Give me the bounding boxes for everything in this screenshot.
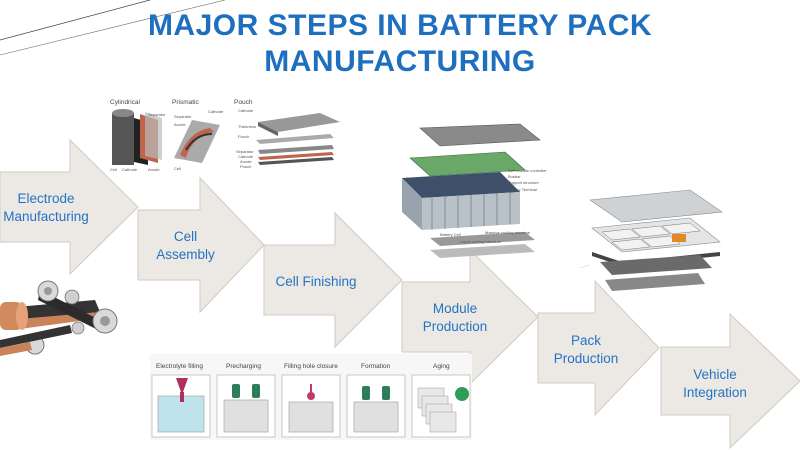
stage-electrolyte-filling: Electrolyte filling xyxy=(156,363,203,370)
stage-precharging: Precharging xyxy=(226,363,261,370)
stage-filling-hole-closure: Filling hole closure xyxy=(284,363,338,370)
module-part-battery-terminal: Battery Terminal xyxy=(508,187,537,192)
pack-illustration xyxy=(579,189,723,291)
step-label-line: Module xyxy=(432,301,478,316)
step-electrode-manufacturing: Electrode Manufacturing xyxy=(0,190,92,226)
step-cell-finishing: Cell Finishing xyxy=(266,273,366,291)
page-title: MAJOR STEPS IN BATTERY PACK MANUFACTURIN… xyxy=(0,8,800,80)
step-label-line: Manufacturing xyxy=(3,209,89,224)
step-vehicle-integration: Vehicle Integration xyxy=(662,366,768,402)
cell-type-cylindrical: Cylindrical xyxy=(110,99,141,106)
stage-formation: Formation xyxy=(361,363,391,370)
module-part-cell-module-controller: Cell module controller xyxy=(508,168,547,173)
title-line-2: MANUFACTURING xyxy=(264,45,536,78)
cyl-part-separator: Separator xyxy=(148,112,166,117)
step-label-line: Production xyxy=(422,319,488,334)
module-part-liquid-cooling: Liquid cooling structure xyxy=(460,239,502,244)
pris-part-cell: Cell xyxy=(174,166,181,171)
cyl-part-anode: Anode xyxy=(148,167,160,172)
module-part-battery-cell: Battery Cell xyxy=(440,232,461,237)
arrow-cell-assembly xyxy=(137,176,265,314)
cyl-part-cathode: Cathode xyxy=(122,167,138,172)
pris-part-separator: Separator xyxy=(174,114,192,119)
step-label-line: Assembly xyxy=(156,247,215,262)
pris-part-cathode: Cathode xyxy=(208,109,224,114)
electrode-rollers-illustration xyxy=(0,280,118,356)
step-module-production: Module Production xyxy=(402,300,508,336)
arrow-pack-production xyxy=(537,279,660,417)
pouch-part-pouch: Pouch xyxy=(238,134,249,139)
title-line-1: MAJOR STEPS IN BATTERY PACK xyxy=(147,9,653,42)
step-label-line: Cell xyxy=(173,229,198,244)
step-label-line: Pack xyxy=(570,333,601,348)
pouch-part-cathode: Cathode xyxy=(238,108,254,113)
pouch-part-pouch-2: Pouch xyxy=(240,164,251,169)
module-part-support-structure: Support structure xyxy=(508,180,539,185)
arrow-cell-finishing xyxy=(263,211,403,349)
cell-type-pouch: Pouch xyxy=(234,99,253,106)
pris-part-anode: Anode xyxy=(174,122,186,127)
cell-finishing-illustration: Electrolyte filling Precharging Filling … xyxy=(150,354,472,440)
cell-type-prismatic: Prismatic xyxy=(172,99,199,106)
arrow-electrode-manufacturing xyxy=(0,138,139,276)
module-part-busbar: Busbar xyxy=(508,174,521,179)
module-part-massive-cooling: Massive cooling structure xyxy=(485,230,531,235)
pouch-part-anode: Anode xyxy=(240,159,252,164)
stage-aging: Aging xyxy=(433,363,450,370)
cyl-part-cell: Cell xyxy=(110,167,117,172)
pouch-part-separator: Separator xyxy=(236,149,254,154)
step-label-line: Integration xyxy=(683,385,747,400)
cell-types-illustration: Cylindrical Prismatic Pouch Separator Ce… xyxy=(110,99,340,172)
step-label-line: Cell Finishing xyxy=(275,274,357,289)
step-label-line: Electrode xyxy=(17,191,75,206)
arrow-vehicle-integration xyxy=(660,312,800,450)
step-label-line: Vehicle xyxy=(693,367,737,382)
step-cell-assembly: Cell Assembly xyxy=(138,228,233,264)
pouch-part-thickness: Thickness xyxy=(238,124,256,129)
pouch-part-cathode-2: Cathode xyxy=(238,154,254,159)
step-label-line: Production xyxy=(553,351,619,366)
step-pack-production: Pack Production xyxy=(540,332,632,368)
module-illustration: Cell module controller Busbar Support st… xyxy=(402,123,547,258)
arrow-module-production xyxy=(401,248,539,386)
